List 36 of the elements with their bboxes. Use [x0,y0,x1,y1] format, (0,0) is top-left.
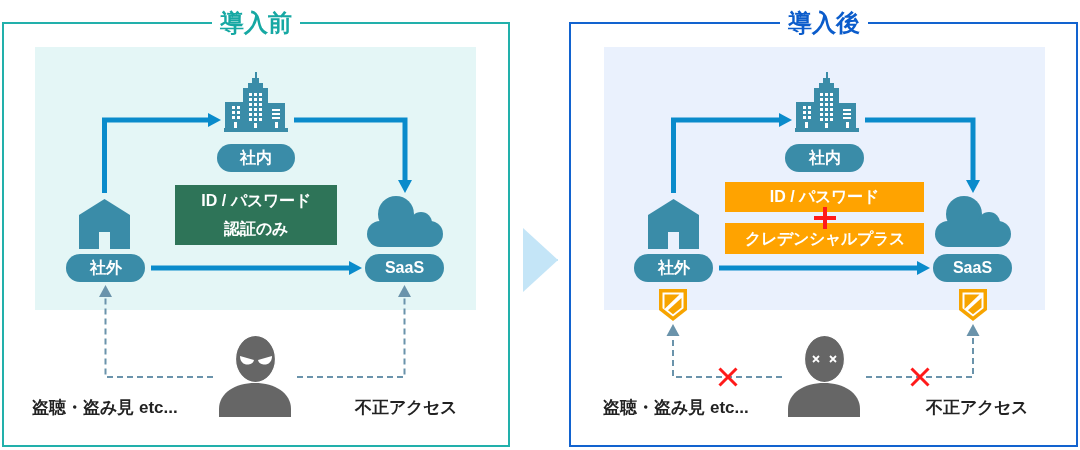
info-box: ID / パスワード認証のみ [175,185,337,245]
pill-label: 社内 [217,144,295,172]
arrow [671,113,792,193]
building-icon [795,72,859,133]
person-icon [788,335,860,417]
arrow [151,261,362,275]
dashed-arrow [865,324,980,378]
arrow [102,113,221,193]
highlight-box: ID / パスワード [725,182,924,212]
cloud-icon [367,196,443,247]
panel-title: 導入前 [212,8,300,38]
pill-label: 社外 [66,254,145,282]
cloud-icon [935,196,1011,247]
edge-label: 盗聴・盗み見 etc... [603,397,749,419]
house-icon [648,199,699,249]
arrow [294,117,412,193]
panel-title: 導入後 [779,8,868,38]
arrow [719,261,930,275]
shield-icon [959,289,987,321]
pill-label: 社外 [634,254,713,282]
pill-label: SaaS [933,254,1012,282]
edge-label: 不正アクセス [355,397,457,419]
highlight-box: クレデンシャルプラス [725,223,924,254]
arrow [865,117,980,193]
pill-label: SaaS [365,254,444,282]
dashed-arrow [296,285,411,378]
dashed-arrow [99,285,214,378]
edge-label: 盗聴・盗み見 etc... [32,397,178,419]
house-icon [79,199,130,249]
chevron-arrow [522,228,559,292]
pill-label: 社内 [785,144,864,172]
building-icon [224,72,288,133]
dashed-arrow [666,324,783,378]
shield-icon [659,289,687,321]
edge-label: 不正アクセス [926,397,1028,419]
person-icon [219,335,291,417]
